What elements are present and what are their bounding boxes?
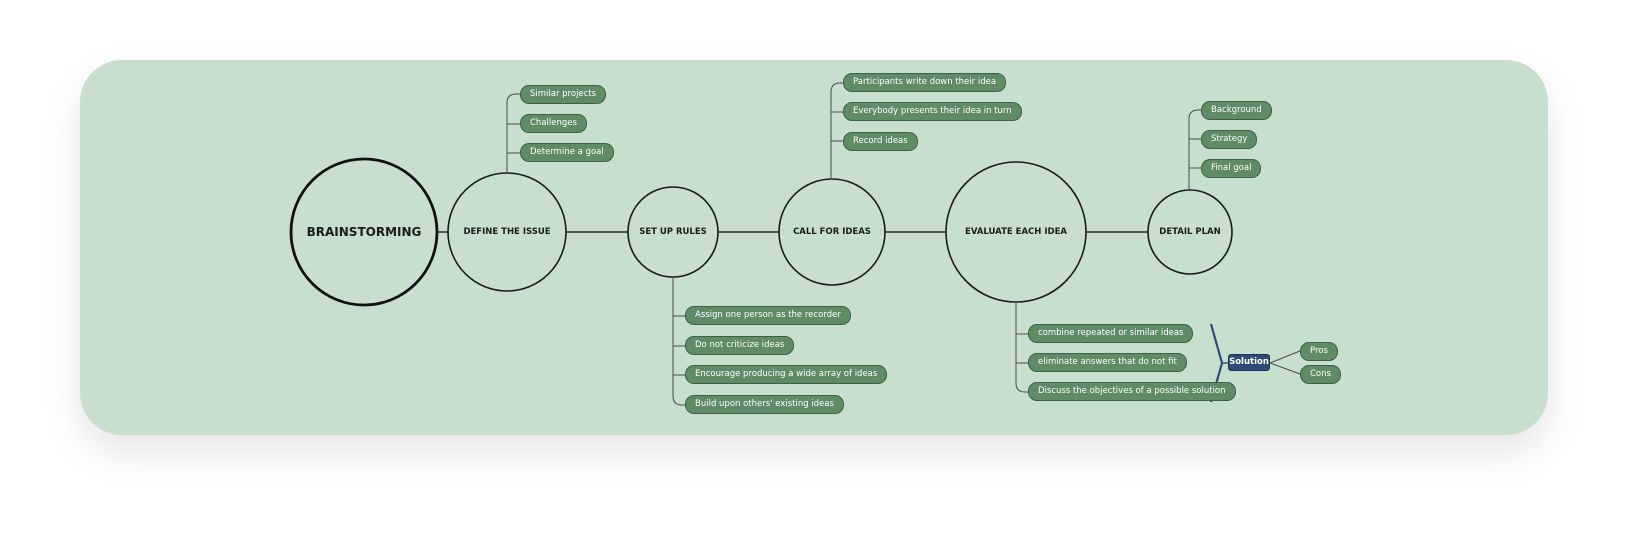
topic-cons[interactable]: Cons [1300, 365, 1341, 384]
connector-evaluate-each-idea [1015, 302, 1028, 393]
connector-set-up-rules [672, 277, 685, 406]
step-label-call-for-ideas: CALL FOR IDEAS [793, 227, 871, 237]
topic-background[interactable]: Background [1201, 101, 1272, 120]
step-label-evaluate-each-idea: EVALUATE EACH IDEA [965, 227, 1067, 237]
topic-determine-a-goal[interactable]: Determine a goal [520, 143, 614, 162]
topic-combine-repeated[interactable]: combine repeated or similar ideas [1028, 324, 1194, 343]
connector-define-issue [506, 93, 520, 174]
root-label: BRAINSTORMING [306, 225, 422, 239]
topic-pros[interactable]: Pros [1300, 342, 1338, 361]
topic-discuss-objectives[interactable]: Discuss the objectives of a possible sol… [1028, 382, 1236, 401]
topic-similar-projects[interactable]: Similar projects [520, 85, 607, 104]
topic-do-not-criticize[interactable]: Do not criticize ideas [685, 336, 795, 355]
topic-eliminate-answers[interactable]: eliminate answers that do not fit [1028, 353, 1187, 372]
node-brainstorming[interactable] [289, 157, 439, 307]
topic-record-ideas[interactable]: Record ideas [843, 132, 918, 151]
topic-assign-recorder[interactable]: Assign one person as the recorder [685, 306, 851, 325]
topic-challenges[interactable]: Challenges [520, 114, 587, 133]
step-label-define-the-issue: DEFINE THE ISSUE [463, 227, 551, 237]
topic-everybody-presents[interactable]: Everybody presents their idea in turn [843, 102, 1022, 121]
connector-detail-plan [1188, 109, 1201, 190]
topic-encourage-ideas[interactable]: Encourage producing a wide array of idea… [685, 365, 888, 384]
step-label-set-up-rules: SET UP RULES [639, 227, 707, 237]
step-label-detail-plan: DETAIL PLAN [1159, 227, 1221, 237]
summary-solution[interactable]: Solution [1228, 354, 1270, 371]
connector-call-for-ideas [830, 82, 843, 180]
node-call-for-ideas[interactable] [778, 178, 886, 286]
connector-solution-items [1269, 350, 1301, 375]
topic-strategy[interactable]: Strategy [1201, 130, 1258, 149]
topic-build-upon-ideas[interactable]: Build upon others' existing ideas [685, 395, 844, 414]
node-detail-plan[interactable] [1147, 189, 1233, 275]
topic-participants-write[interactable]: Participants write down their idea [843, 73, 1007, 92]
topic-final-goal[interactable]: Final goal [1201, 159, 1262, 178]
